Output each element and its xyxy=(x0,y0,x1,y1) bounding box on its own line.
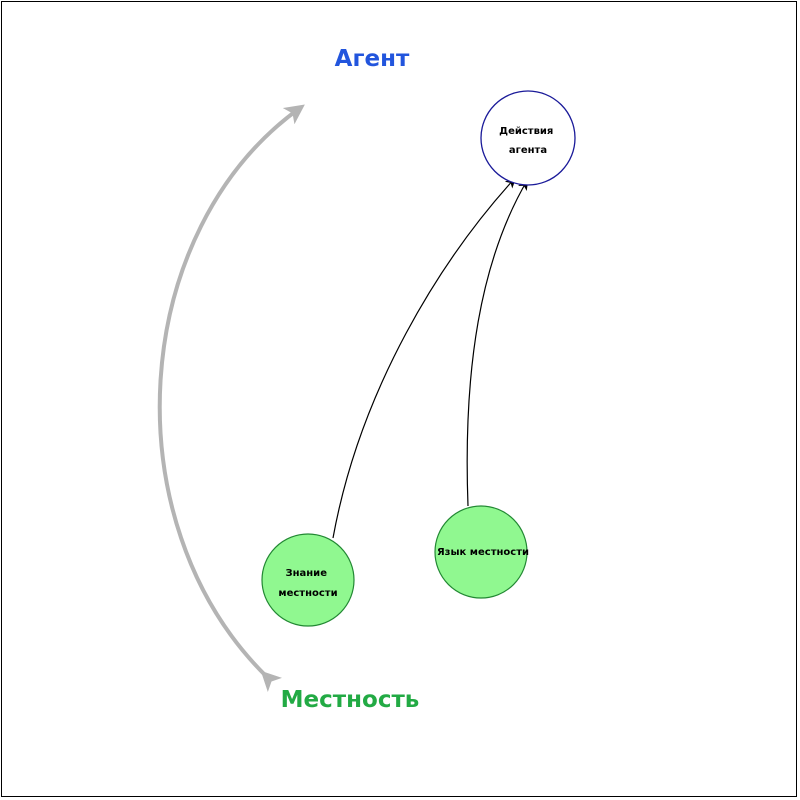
node-agent-actions-line2: агента xyxy=(509,145,547,156)
node-terrain-knowledge: Знание местности xyxy=(261,533,355,627)
language-to-actions-arrow xyxy=(466,178,529,507)
node-terrain-knowledge-circle xyxy=(261,533,355,627)
node-terrain-language: Язык местности xyxy=(434,505,529,599)
node-agent-actions-line1: Действия xyxy=(499,126,553,137)
node-terrain-language-circle xyxy=(434,505,528,599)
node-agent-actions-circle xyxy=(480,90,576,186)
node-agent-actions: Действия агента xyxy=(480,90,576,186)
svg-text:Действия агента: Действия агента xyxy=(499,126,557,156)
terrain-label: Местность xyxy=(281,687,420,713)
node-terrain-knowledge-line2: местности xyxy=(278,588,337,599)
agent-label: Агент xyxy=(335,46,410,72)
node-terrain-language-line1: Язык местности xyxy=(437,547,529,558)
svg-text:Знание местности: Знание местности xyxy=(278,568,337,599)
knowledge-to-actions-arrow xyxy=(332,176,517,539)
node-terrain-knowledge-line1: Знание xyxy=(286,568,328,579)
cycle-arrow xyxy=(157,104,305,692)
